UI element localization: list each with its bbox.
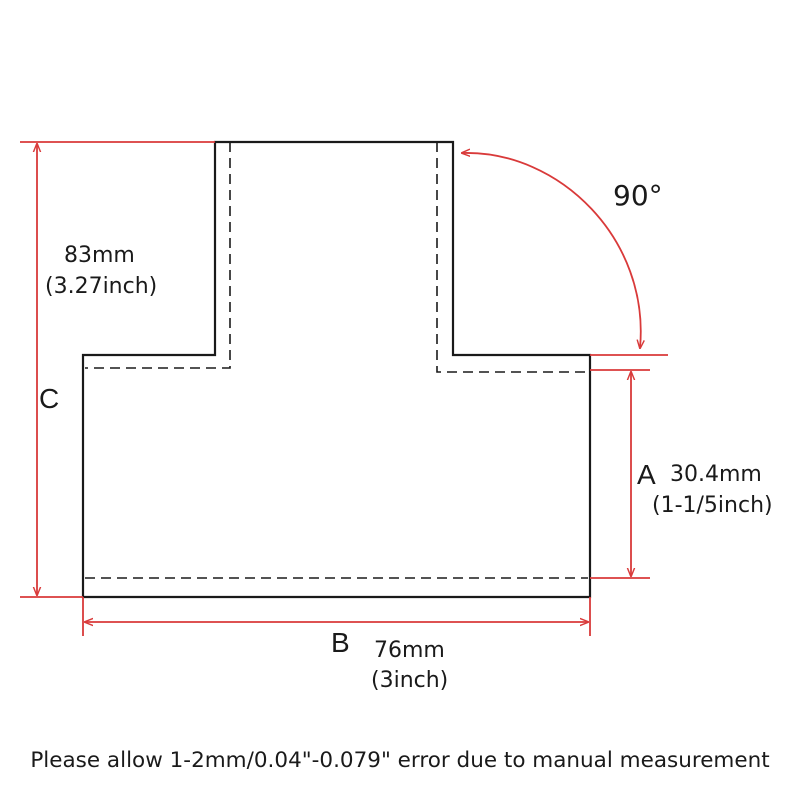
dimension-a-letter: A — [637, 459, 656, 490]
dimension-c-mm: 83mm — [64, 243, 135, 268]
tee-outline — [81, 140, 592, 599]
dimension-a-inch: (1-1/5inch) — [652, 493, 773, 518]
dimension-b-inch: (3inch) — [371, 668, 448, 693]
dimension-c-inch: (3.27inch) — [45, 274, 157, 299]
angle-label: 90° — [613, 179, 663, 212]
dimension-b-letter: B — [331, 627, 350, 658]
dimension-b-mm: 76mm — [374, 638, 445, 663]
dimension-c — [20, 141, 215, 598]
dimension-a-mm: 30.4mm — [670, 462, 762, 487]
dimension-c-letter: C — [39, 383, 59, 414]
dimension-b — [82, 597, 591, 636]
measurement-note: Please allow 1-2mm/0.04"-0.079" error du… — [30, 748, 770, 773]
hidden-lines — [85, 142, 588, 579]
dimension-a — [590, 354, 668, 579]
angle-arc — [462, 153, 641, 348]
